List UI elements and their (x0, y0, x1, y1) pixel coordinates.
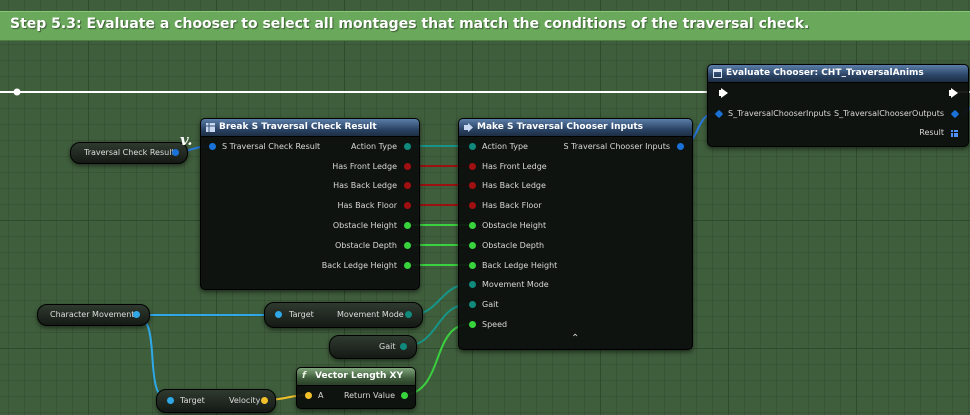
eval-result-label: Result (919, 128, 944, 137)
break-out-has-front-ledge-pin[interactable] (404, 163, 411, 170)
traversal-check-result-label: Traversal Check Result (84, 148, 175, 157)
vector-length-output-label: Return Value (343, 391, 395, 400)
character-movement-pin[interactable] (133, 311, 140, 318)
movement-mode-node[interactable]: Target Movement Mode (264, 302, 423, 328)
make-in-has-back-floor-pin[interactable] (469, 202, 476, 209)
make-output-label: S Traversal Chooser Inputs (563, 142, 670, 151)
break-out-has-back-floor-pin[interactable] (404, 202, 411, 209)
make-in-speed-label: Speed (482, 320, 508, 329)
break-out-obstacle-depth-label: Obstacle Depth (334, 241, 397, 250)
make-in-has-back-ledge-pin[interactable] (469, 182, 476, 189)
break-input-label: S Traversal Check Result (222, 142, 321, 151)
struct-break-icon (206, 123, 215, 132)
break-out-action-type-pin[interactable] (404, 143, 411, 150)
vector-length-output-pin[interactable] (401, 392, 408, 399)
make-in-gait-label: Gait (482, 300, 499, 309)
make-in-action-type-label: Action Type (482, 142, 528, 151)
make-traversal-chooser-inputs-node[interactable]: Make S Traversal Chooser Inputs Action T… (458, 118, 693, 350)
velocity-node[interactable]: Target Velocity (156, 389, 276, 413)
make-in-obstacle-depth-pin[interactable] (469, 242, 476, 249)
break-out-has-front-ledge-label: Has Front Ledge (332, 162, 397, 171)
make-in-obstacle-height-label: Obstacle Height (482, 221, 547, 230)
traversal-check-result-node[interactable]: Traversal Check Result (70, 142, 188, 164)
break-node-header[interactable]: Break S Traversal Check Result (201, 119, 419, 137)
exec-reroute-knot (13, 88, 21, 96)
eval-input-pin[interactable] (714, 109, 724, 119)
break-out-obstacle-depth-pin[interactable] (404, 242, 411, 249)
make-in-has-back-floor-label: Has Back Floor (482, 201, 542, 210)
break-out-obstacle-height-pin[interactable] (404, 222, 411, 229)
array-result-icon[interactable] (951, 130, 958, 137)
make-in-back-ledge-height-label: Back Ledge Height (482, 261, 558, 270)
make-in-has-front-ledge-pin[interactable] (469, 163, 476, 170)
velocity-output-label: Velocity (229, 396, 261, 405)
comment-title: Step 5.3: Evaluate a chooser to select a… (10, 16, 810, 32)
break-out-back-ledge-height-pin[interactable] (404, 262, 411, 269)
break-out-has-back-ledge-pin[interactable] (404, 182, 411, 189)
expand-chevron-icon[interactable]: ⌃ (571, 333, 580, 344)
movement-mode-target-label: Target (289, 310, 314, 319)
break-out-obstacle-height-label: Obstacle Height (332, 221, 397, 230)
evaluate-chooser-node[interactable]: Evaluate Chooser: CHT_TraversalAnims S_T… (707, 64, 969, 147)
traversal-check-result-pin[interactable] (172, 149, 179, 156)
character-movement-node[interactable]: Character Movement (37, 304, 150, 326)
make-in-action-type-pin[interactable] (469, 143, 476, 150)
make-in-movement-mode-label: Movement Mode (482, 280, 549, 289)
make-in-obstacle-depth-label: Obstacle Depth (482, 241, 545, 250)
gait-label: Gait (379, 342, 396, 351)
make-node-title: Make S Traversal Chooser Inputs (477, 122, 644, 132)
make-in-has-back-ledge-label: Has Back Ledge (482, 181, 546, 190)
break-out-has-back-floor-label: Has Back Floor (337, 201, 398, 210)
vector-length-input-pin[interactable] (305, 392, 312, 399)
eval-exec-in-icon[interactable] (719, 88, 728, 98)
wire-cm-velocity-target (133, 314, 171, 401)
vector-length-xy-node[interactable]: f Vector Length XY A Return Value (296, 367, 416, 409)
break-traversal-check-node[interactable]: Break S Traversal Check Result S Travers… (200, 118, 420, 290)
struct-make-icon (464, 123, 473, 132)
break-out-action-type-label: Action Type (351, 142, 397, 151)
make-in-obstacle-height-pin[interactable] (469, 222, 476, 229)
vector-length-title: Vector Length XY (315, 371, 403, 381)
velocity-target-pin[interactable] (167, 397, 174, 404)
eval-output-label: S_TraversalChooserOutputs (834, 109, 944, 118)
make-node-header[interactable]: Make S Traversal Chooser Inputs (459, 119, 692, 137)
eval-output-pin[interactable] (950, 109, 960, 119)
break-input-pin[interactable] (209, 143, 216, 150)
math-function-icon: f (302, 371, 306, 381)
vector-length-header[interactable]: f Vector Length XY (297, 368, 415, 386)
vector-length-input-label: A (318, 391, 324, 400)
make-in-back-ledge-height-pin[interactable] (469, 262, 476, 269)
comment-header[interactable]: Step 5.3: Evaluate a chooser to select a… (0, 11, 970, 41)
make-in-has-front-ledge-label: Has Front Ledge (482, 162, 547, 171)
movement-mode-target-pin[interactable] (275, 311, 282, 318)
make-in-speed-pin[interactable] (469, 321, 476, 328)
make-output-pin[interactable] (677, 143, 684, 150)
character-movement-label: Character Movement (50, 310, 135, 319)
break-node-title: Break S Traversal Check Result (219, 122, 377, 132)
movement-mode-output-pin[interactable] (405, 311, 412, 318)
function-icon (713, 69, 722, 78)
eval-node-title: Evaluate Chooser: CHT_TraversalAnims (726, 68, 924, 78)
break-out-back-ledge-height-label: Back Ledge Height (321, 261, 397, 270)
gait-node[interactable]: Gait (329, 335, 417, 359)
velocity-output-pin[interactable] (261, 397, 268, 404)
break-out-has-back-ledge-label: Has Back Ledge (333, 181, 397, 190)
velocity-target-label: Target (180, 396, 205, 405)
eval-input-label: S_TraversalChooserInputs (728, 109, 831, 118)
movement-mode-output-label: Movement Mode (337, 310, 404, 319)
eval-exec-out-icon[interactable] (949, 88, 958, 98)
make-in-movement-mode-pin[interactable] (469, 281, 476, 288)
gait-pin[interactable] (400, 343, 407, 350)
make-in-gait-pin[interactable] (469, 301, 476, 308)
cursor-icon: v. (180, 131, 193, 149)
eval-node-header[interactable]: Evaluate Chooser: CHT_TraversalAnims (708, 65, 968, 83)
